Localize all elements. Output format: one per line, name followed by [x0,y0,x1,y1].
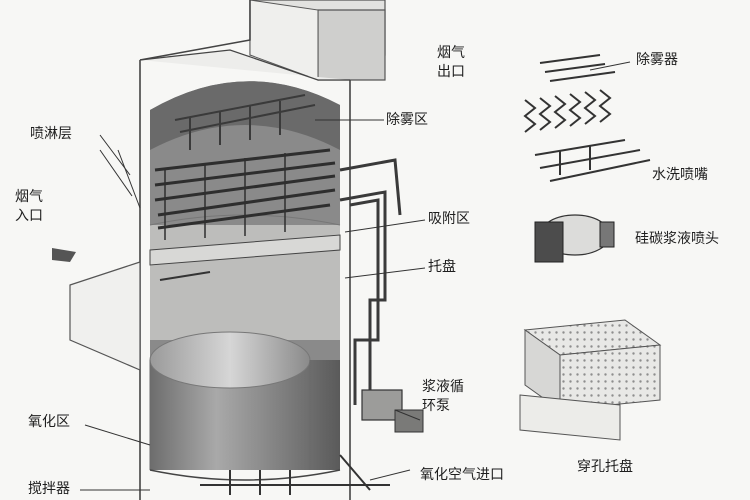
tray [149,234,341,281]
label-oxidation-zone: 氧化区 [28,414,70,430]
leader-lines [80,119,426,491]
label-water-nozzle: 水洗喷嘴 [652,167,708,183]
label-demister: 除雾器 [636,52,678,68]
water-nozzle-detail [534,139,651,182]
outlet-duct [249,0,386,81]
sic-nozzle-detail [534,214,615,263]
label-oxidation-air-inlet: 氧化空气进口 [420,467,504,483]
label-perforated-tray: 穿孔托盘 [577,459,633,475]
label-mist-zone: 除雾区 [386,112,428,128]
label-spray-layer: 喷淋层 [30,126,72,142]
label-absorption-zone: 吸附区 [428,211,470,227]
label-tray: 托盘 [428,259,456,275]
label-slurry-pump: 浆液循环泵 [422,379,464,414]
slurry-pump [361,389,424,433]
demister-detail [523,54,631,133]
air-inlet-pipe [200,454,390,495]
label-sic-nozzle: 硅碳浆液喷头 [635,231,719,247]
oxidation-tank [149,331,341,481]
inlet-duct [52,248,141,371]
spray-headers [154,148,336,240]
label-flue-gas-inlet: 烟气入口 [15,189,43,224]
perforated-tray-detail [519,319,662,441]
recirculation-piping [339,158,402,405]
label-agitator: 搅拌器 [28,481,70,497]
label-flue-gas-outlet: 烟气出口 [437,45,465,80]
mist-eliminator [174,94,316,150]
